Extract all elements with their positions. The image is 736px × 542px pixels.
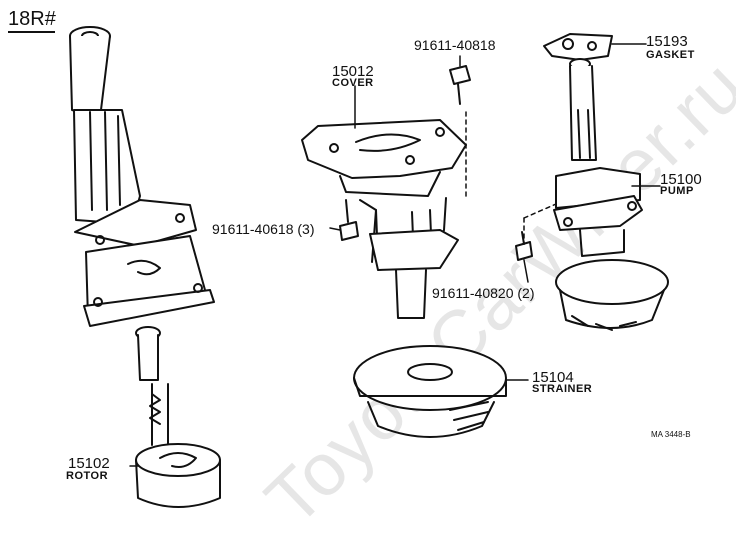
engine-code-underline [8, 31, 55, 33]
leader-lines [129, 43, 661, 467]
bolt-40818-label: 91611-40818 [414, 37, 496, 53]
bolt-40618-label: 91611-40618 (3) [212, 221, 315, 237]
gasket-part [543, 33, 613, 61]
strainer-part-name: STRAINER [532, 383, 593, 395]
figure-code: MA 3448-B [651, 430, 691, 439]
rotor-part-name: ROTOR [66, 470, 109, 482]
rotor-part [135, 443, 221, 508]
pump-part-number: 15100 [660, 171, 702, 188]
bolt-40618-icon [339, 199, 359, 241]
strainer-part [353, 345, 507, 438]
pump-part-name: PUMP [660, 185, 694, 197]
pump-strainer-right [555, 259, 669, 331]
rotor-part-number: 15102 [68, 455, 110, 472]
engine-code-label: 18R# [8, 8, 56, 30]
bolt-40818-icon [449, 65, 471, 201]
strainer-part-number: 15104 [532, 369, 574, 386]
rotor-shaft [135, 326, 169, 446]
cover-part-number: 15012 [332, 63, 374, 80]
left-pump-body [69, 26, 215, 327]
gasket-part-number: 15193 [646, 33, 688, 50]
pump-part [523, 58, 643, 257]
cover-part [301, 119, 467, 319]
bolt-40820-icon [515, 231, 533, 261]
cover-part-name: COVER [332, 77, 374, 89]
bolt-40820-label: 91611-40820 (2) [432, 285, 535, 301]
gasket-part-name: GASKET [646, 49, 695, 61]
